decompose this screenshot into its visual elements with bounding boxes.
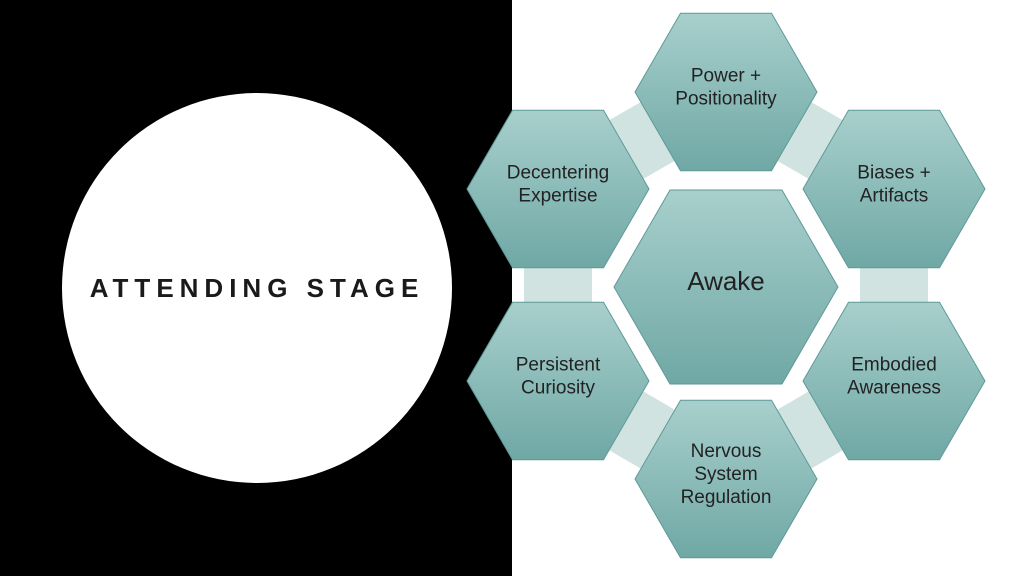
hex-biases-label-line: Artifacts: [860, 185, 929, 206]
hex-biases: Biases +Artifacts: [802, 109, 986, 269]
hex-center-awake-shape: [613, 189, 839, 385]
hex-embodied-label-line: Awareness: [847, 377, 941, 398]
hex-decentering-label-line: Decentering: [507, 163, 609, 184]
hex-decentering-shape: [466, 109, 650, 269]
hex-center-awake-label-line: Awake: [687, 266, 765, 296]
hex-curiosity-label-line: Curiosity: [521, 377, 595, 398]
hex-nervous-label-line: Regulation: [681, 487, 772, 508]
hex-decentering-label-line: Expertise: [518, 185, 597, 206]
left-panel: ATTENDING STAGE: [0, 0, 512, 576]
title-circle: ATTENDING STAGE: [62, 93, 452, 483]
hex-nervous-label-line: Nervous: [691, 441, 762, 462]
hex-power-label-line: Power +: [691, 66, 761, 87]
hex-biases-label-line: Biases +: [857, 163, 930, 184]
hex-biases-shape: [802, 109, 986, 269]
hex-curiosity-label-line: Persistent: [516, 355, 601, 376]
stage-title: ATTENDING STAGE: [89, 272, 425, 303]
hex-power: Power +Positionality: [634, 12, 818, 172]
hex-power-label-line: Positionality: [675, 88, 777, 109]
hex-center-awake: Awake: [613, 189, 839, 385]
hex-nervous-label-line: System: [694, 464, 757, 485]
hex-embodied-label-line: Embodied: [851, 355, 937, 376]
hex-curiosity-shape: [466, 301, 650, 461]
hex-nervous-shape: [634, 399, 818, 559]
hex-power-shape: [634, 12, 818, 172]
hex-embodied-shape: [802, 301, 986, 461]
